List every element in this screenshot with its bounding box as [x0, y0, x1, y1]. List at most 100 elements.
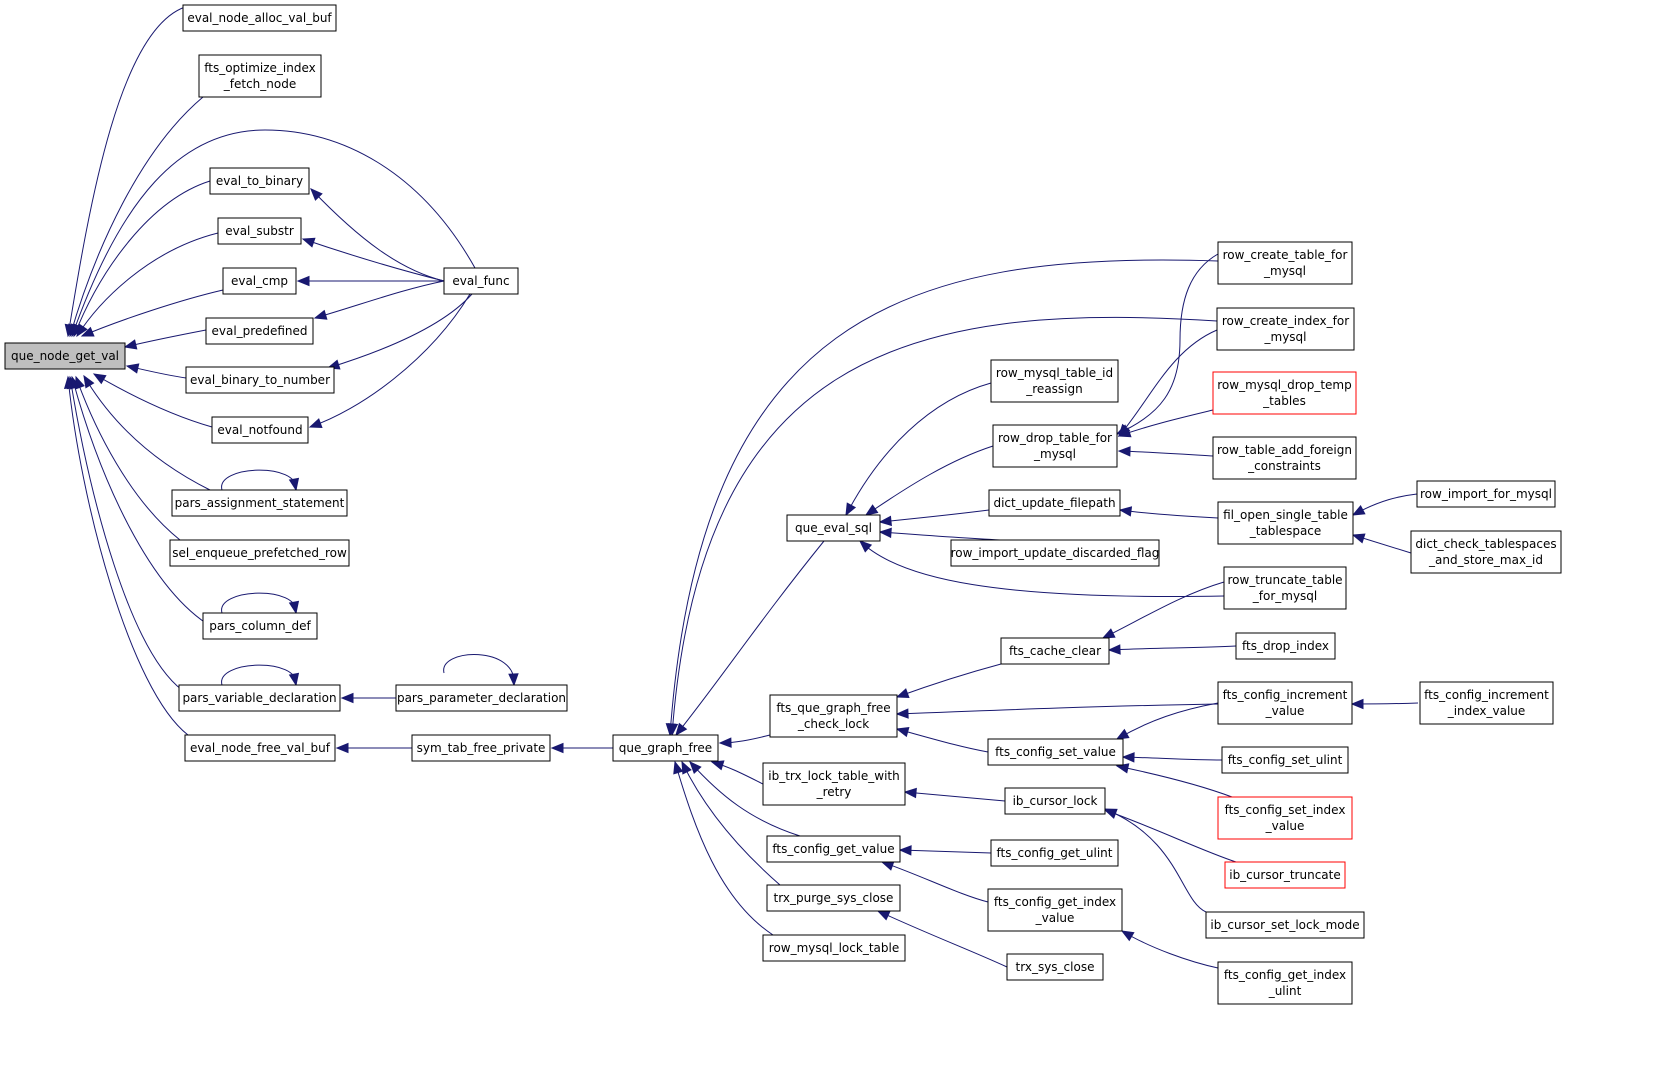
call-edge	[1103, 808, 1207, 913]
node-fts-config-increment-value[interactable]: fts_config_increment_value	[1217, 681, 1353, 725]
node-sel-enqueue-prefetched-row[interactable]: sel_enqueue_prefetched_row	[169, 539, 350, 567]
node-label: pars_assignment_statement	[175, 496, 345, 510]
node-fts-config-increment-index-value[interactable]: fts_config_increment_index_value	[1419, 681, 1554, 725]
node-label: que_graph_free	[619, 741, 712, 755]
node-label: fts_cache_clear	[1009, 644, 1101, 658]
call-edge	[308, 293, 471, 428]
node-pars-variable-declaration[interactable]: pars_variable_declaration	[178, 684, 341, 712]
call-edge	[895, 663, 1002, 699]
arrowhead	[335, 742, 349, 754]
node-ib-cursor-set-lock-mode[interactable]: ib_cursor_set_lock_mode	[1205, 911, 1365, 939]
arrowhead	[313, 309, 328, 320]
arrowhead	[1115, 728, 1130, 740]
node-eval-binary-to-number[interactable]: eval_binary_to_number	[185, 366, 335, 394]
call-edge	[66, 375, 183, 691]
node-eval-cmp[interactable]: eval_cmp	[222, 267, 297, 295]
node-label: dict_update_filepath	[993, 496, 1115, 510]
node-row-import-for-mysql[interactable]: row_import_for_mysql	[1416, 480, 1556, 508]
arrowhead	[1103, 808, 1118, 819]
node-label: sym_tab_free_private	[417, 741, 546, 755]
arrowhead	[876, 910, 891, 921]
node-eval-substr[interactable]: eval_substr	[217, 217, 302, 245]
call-edge	[64, 6, 186, 338]
call-edge	[75, 375, 181, 541]
call-edge	[898, 845, 992, 856]
node-label: pars_parameter_declaration	[397, 691, 566, 705]
node-pars-assignment-statement[interactable]: pars_assignment_statement	[171, 489, 348, 517]
node-label: row_mysql_drop_temp_tables	[1217, 378, 1351, 408]
arrowhead	[1117, 427, 1132, 438]
node-row-mysql-lock-table[interactable]: row_mysql_lock_table	[762, 934, 906, 962]
arrowhead	[681, 760, 692, 775]
node-dict-check-tablespaces-and-store-max-id[interactable]: dict_check_tablespaces_and_store_max_id	[1410, 530, 1562, 574]
node-eval-func[interactable]: eval_func	[443, 267, 519, 295]
call-edge	[221, 664, 300, 687]
node-fts-config-get-index-ulint[interactable]: fts_config_get_index_ulint	[1217, 961, 1353, 1005]
node-label: fts_que_graph_free_check_lock	[776, 701, 890, 731]
node-row-drop-table-for-mysql[interactable]: row_drop_table_for_mysql	[992, 424, 1118, 468]
call-edge	[845, 382, 992, 517]
node-fts-config-set-ulint[interactable]: fts_config_set_ulint	[1221, 746, 1349, 774]
call-edge	[301, 237, 445, 282]
node-ib-trx-lock-table-with-retry[interactable]: ib_trx_lock_table_with_retry	[762, 762, 906, 806]
arrowhead	[673, 760, 684, 775]
arrowhead	[1107, 644, 1121, 655]
arrowhead	[689, 761, 702, 775]
node-pars-column-def[interactable]: pars_column_def	[202, 612, 318, 640]
call-edge	[1103, 809, 1237, 863]
arrowhead	[718, 737, 732, 748]
node-fts-config-get-index-value[interactable]: fts_config_get_index_value	[987, 888, 1123, 932]
node-trx-sys-close[interactable]: trx_sys_close	[1006, 953, 1104, 981]
arrowhead	[123, 339, 138, 350]
node-fts-que-graph-free-check-lock[interactable]: fts_que_graph_free_check_lock	[769, 694, 898, 738]
call-edge	[1350, 698, 1419, 710]
node-label: eval_notfound	[217, 423, 302, 437]
node-label: fts_optimize_index_fetch_node	[204, 61, 316, 91]
node-fts-config-get-value[interactable]: fts_config_get_value	[766, 835, 901, 863]
node-row-create-index-for-mysql[interactable]: row_create_index_for_mysql	[1216, 307, 1355, 351]
node-row-truncate-table-for-mysql[interactable]: row_truncate_table_for_mysql	[1223, 566, 1347, 610]
node-que-node-get-val[interactable]: que_node_get_val	[4, 342, 126, 370]
call-edge	[296, 275, 444, 287]
node-sym-tab-free-private[interactable]: sym_tab_free_private	[411, 734, 551, 762]
node-fts-config-set-value[interactable]: fts_config_set_value	[987, 738, 1124, 766]
node-label: eval_node_alloc_val_buf	[187, 11, 332, 25]
node-eval-node-alloc-val-buf[interactable]: eval_node_alloc_val_buf	[182, 4, 337, 32]
call-edge	[313, 280, 445, 320]
node-label: fts_config_get_ulint	[997, 846, 1113, 860]
node-fts-config-set-index-value[interactable]: fts_config_set_index_value	[1217, 796, 1353, 840]
node-row-mysql-table-id-reassign[interactable]: row_mysql_table_id_reassign	[990, 359, 1119, 403]
arrowhead	[1121, 752, 1135, 763]
arrowhead	[80, 326, 95, 337]
arrowhead	[308, 418, 323, 428]
node-row-import-update-discarded-flag[interactable]: row_import_update_discarded_flag	[950, 539, 1160, 567]
node-label: row_create_index_for_mysql	[1222, 314, 1349, 344]
node-fts-drop-index[interactable]: fts_drop_index	[1235, 632, 1336, 660]
node-dict-update-filepath[interactable]: dict_update_filepath	[988, 489, 1121, 517]
node-fts-config-get-ulint[interactable]: fts_config_get_ulint	[990, 839, 1119, 867]
call-edge	[665, 259, 1219, 737]
arrowhead	[895, 726, 910, 738]
node-row-create-table-for-mysql[interactable]: row_create_table_for_mysql	[1217, 241, 1353, 285]
node-trx-purge-sys-close[interactable]: trx_purge_sys_close	[766, 884, 901, 912]
node-row-mysql-drop-temp-tables[interactable]: row_mysql_drop_temp_tables	[1212, 371, 1357, 415]
node-eval-notfound[interactable]: eval_notfound	[211, 416, 309, 444]
node-eval-predefined[interactable]: eval_predefined	[205, 317, 314, 345]
call-edge	[221, 469, 300, 492]
node-ib-cursor-truncate[interactable]: ib_cursor_truncate	[1224, 861, 1346, 889]
node-pars-parameter-declaration[interactable]: pars_parameter_declaration	[395, 684, 568, 712]
node-fil-open-single-table-tablespace[interactable]: fil_open_single_table_tablespace	[1217, 501, 1354, 545]
node-fts-cache-clear[interactable]: fts_cache_clear	[1000, 637, 1110, 665]
node-label: que_node_get_val	[11, 349, 119, 363]
node-label: fts_config_get_index_ulint	[1224, 968, 1346, 998]
node-label: ib_trx_lock_table_with_retry	[768, 769, 899, 799]
node-eval-node-free-val-buf[interactable]: eval_node_free_val_buf	[184, 734, 336, 762]
node-row-table-add-foreign-constraints[interactable]: row_table_add_foreign_constraints	[1212, 436, 1357, 480]
node-que-graph-free[interactable]: que_graph_free	[612, 734, 719, 762]
node-eval-to-binary[interactable]: eval_to_binary	[209, 167, 310, 195]
call-edge	[673, 760, 774, 936]
node-que-eval-sql[interactable]: que_eval_sql	[786, 514, 881, 542]
node-fts-optimize-index-fetch-node[interactable]: fts_optimize_index_fetch_node	[198, 54, 322, 98]
node-ib-cursor-lock[interactable]: ib_cursor_lock	[1004, 787, 1106, 815]
